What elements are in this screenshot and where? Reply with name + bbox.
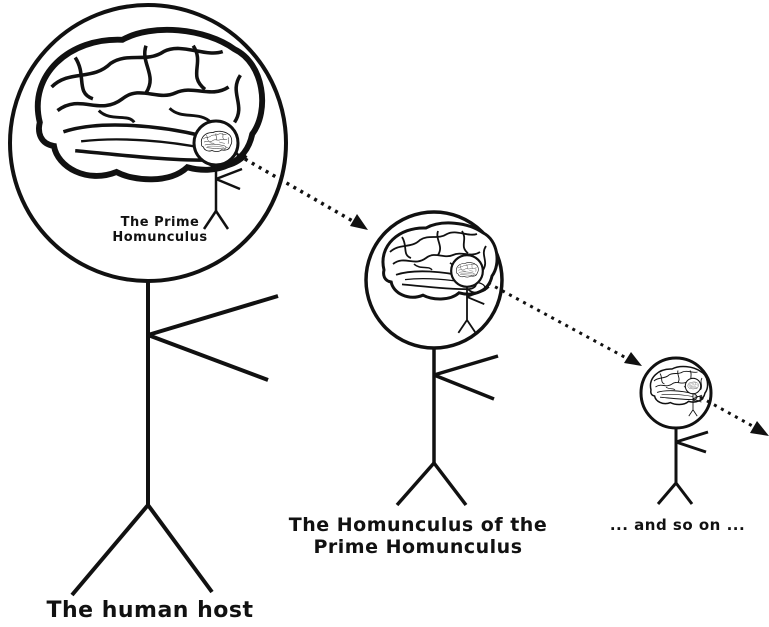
third-homunculus-leg-right: [676, 483, 692, 504]
and-so-on-label: ... and so on ...: [590, 517, 765, 534]
third-homunculus-arm-upper: [676, 432, 708, 442]
homunculus-of-prime-leg-left: [397, 463, 434, 505]
prime-homunculus-label-line1: The Prime: [95, 216, 225, 231]
third-homunculus-leg-left: [658, 483, 676, 504]
prime-homunculus-label-line2: Homunculus: [95, 231, 225, 246]
third-homunculus-figure: [641, 358, 711, 504]
human-host-leg-right: [148, 505, 212, 592]
homunculus-of-prime-label-line2: Prime Homunculus: [258, 537, 578, 559]
homunculus-of-prime-arm-lower: [434, 375, 494, 399]
arrow-homunculus-to-third: [488, 283, 642, 366]
human-host-figure: [10, 5, 286, 595]
prime-homunculus-label: The Prime Homunculus: [95, 216, 225, 246]
homunculus-of-prime-label: The Homunculus of the Prime Homunculus: [258, 515, 578, 559]
homunculus-of-prime-leg-right: [434, 463, 466, 505]
homunculus-of-prime-arm-upper: [434, 356, 498, 375]
homunculus-of-prime-figure: [366, 212, 502, 505]
human-host-arm-lower: [148, 335, 268, 380]
human-host-label: The human host: [20, 598, 280, 623]
third-homunculus-arm-lower: [676, 442, 706, 452]
human-host-arm-upper: [148, 296, 278, 335]
homunculus-of-prime-label-line1: The Homunculus of the: [258, 515, 578, 537]
human-host-leg-left: [72, 505, 148, 595]
